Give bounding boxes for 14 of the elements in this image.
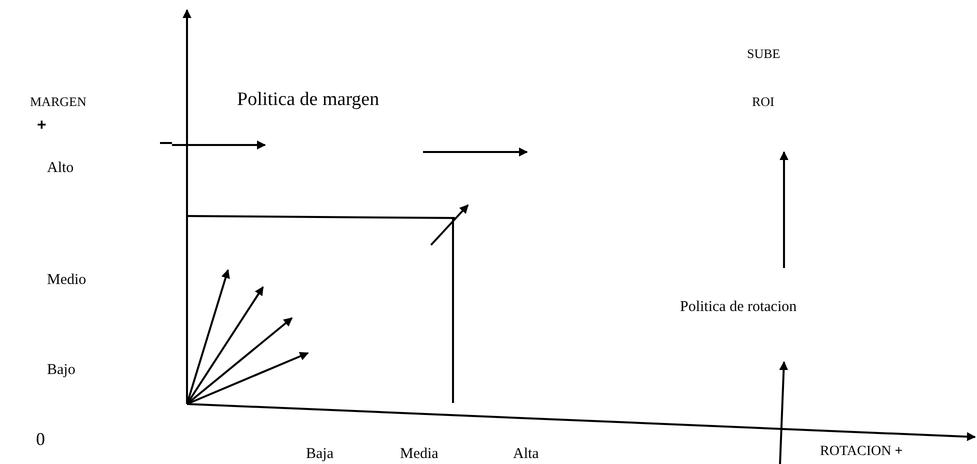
axis-title: ROTACION + xyxy=(820,444,903,460)
axis-tick-label: 0 xyxy=(36,430,45,450)
axis-tick-label: Alto xyxy=(47,160,74,176)
annotation-text: ROI xyxy=(752,95,774,110)
axis-tick-label: Medio xyxy=(47,272,86,288)
annotation-text: Politica de rotacion xyxy=(680,299,797,316)
annotation-text: Politica de margen xyxy=(237,90,380,111)
annotation-text: SUBE xyxy=(747,47,780,62)
axis-tick-label: Baja xyxy=(306,446,334,462)
axis-title: MARGEN xyxy=(30,95,86,110)
axis-tick-label: Alta xyxy=(513,446,539,462)
axis-tick-label: Media xyxy=(400,446,438,462)
plus-sign: + xyxy=(37,117,46,135)
axis-tick-label: Bajo xyxy=(47,362,76,378)
